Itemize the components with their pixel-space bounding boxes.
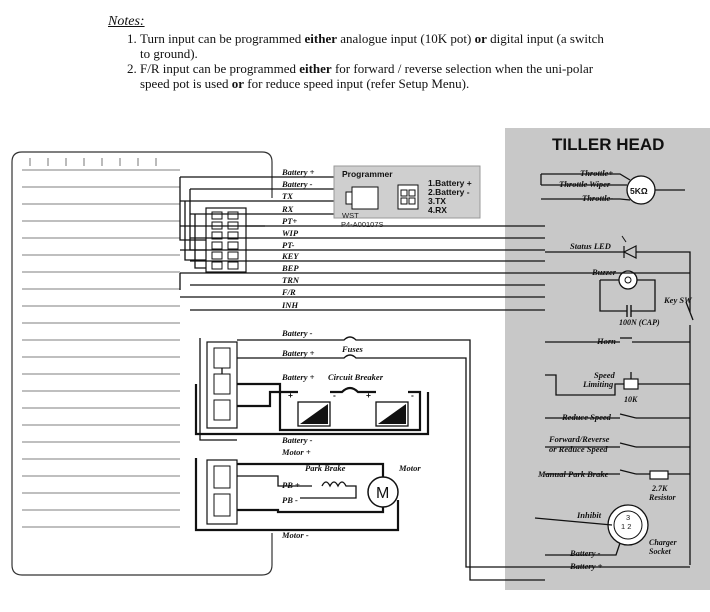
connector-pin — [211, 211, 223, 220]
connector-pin — [211, 231, 223, 240]
svg-text:+: + — [288, 390, 293, 400]
connector-pin-label: KEY — [281, 251, 299, 261]
signal-wire — [189, 189, 206, 251]
throttle-plus-label: Throttle+ — [580, 168, 613, 178]
connector-pin-label: INH — [281, 300, 298, 310]
connector-pin-label: Battery + — [281, 167, 315, 177]
svg-text:3: 3 — [626, 513, 630, 522]
speed-pot-label: 10K — [624, 395, 638, 404]
battery-minus-2: Battery - — [281, 435, 313, 445]
key-switch-label: Key SW — [663, 295, 693, 305]
notes-heading: Notes: — [108, 14, 145, 29]
notes-list: Turn input can be programmed either anal… — [108, 31, 610, 91]
horn-label: Horn — [596, 336, 616, 346]
capacitor-label: 100N (CAP) — [619, 318, 660, 327]
battery-1-icon: +- — [288, 390, 336, 427]
programmer-box: Programmer 1.Battery + 2.Battery - 3.TX … — [333, 165, 481, 229]
programmer-pin-1: 1.Battery + — [428, 178, 472, 188]
svg-text:-: - — [411, 390, 414, 400]
connector-pin — [227, 251, 239, 260]
breaker-label: Circuit Breaker — [328, 372, 384, 382]
buzzer-label: Buzzer — [591, 267, 617, 277]
notes-block: Notes: Turn input can be programmed eith… — [108, 14, 610, 91]
park-brake-label: Park Brake — [305, 463, 346, 473]
signal-wire — [179, 177, 206, 241]
inhibit-label: Inhibit — [576, 510, 602, 520]
charger-socket-icon: 1 2 3 — [607, 504, 649, 546]
motor-plus-label: Motor + — [281, 447, 311, 457]
motor-symbol: M — [376, 485, 389, 502]
connector-pin — [227, 231, 239, 240]
throttle-wiper-label: Throttle Wiper — [559, 179, 611, 189]
battery-2-icon: +- — [366, 390, 414, 427]
programmer-title: Programmer — [342, 169, 393, 179]
programmer-pin-4: 4.RX — [428, 205, 447, 215]
note-item: F/R input can be programmed either for f… — [140, 61, 610, 91]
programmer-pin-2: 2.Battery - — [428, 187, 470, 197]
connector-pin-label: Battery - — [281, 179, 313, 189]
power-battery-minus: Battery - — [281, 328, 313, 338]
svg-text:+: + — [366, 390, 371, 400]
power-battery-plus: Battery + — [281, 348, 315, 358]
charger-label-1: Charger — [649, 538, 677, 547]
connector-pin-label: PT- — [282, 240, 295, 250]
resistor-label-2: Resistor — [648, 493, 677, 502]
svg-text:1 2: 1 2 — [621, 522, 631, 531]
note-item: Turn input can be programmed either anal… — [140, 31, 610, 61]
pb-minus-label: PB - — [282, 495, 298, 505]
connector-pin-label: WIP — [282, 228, 299, 238]
connector-pin-label: PT+ — [282, 216, 297, 226]
programmer-part: P4-A00107S — [341, 220, 384, 229]
signal-wire — [184, 201, 206, 261]
tiller-battery-plus: Battery + — [569, 561, 603, 571]
signal-wire — [194, 214, 206, 269]
connector-pin-label: RX — [281, 204, 294, 214]
connector-pin-labels: Battery + Battery - TX RX PT+ WIP PT-KEY BEP TRN… — [281, 167, 315, 310]
signal-connector — [205, 207, 247, 273]
fr-label-2: or Reduce Speed — [549, 444, 608, 454]
speed-label-2: Limiting — [582, 379, 614, 389]
status-led-label: Status LED — [570, 241, 611, 251]
resistor-label-1: 2.7K — [651, 484, 668, 493]
breaker-battery-plus: Battery + — [281, 372, 315, 382]
connector-pin — [211, 251, 223, 260]
motor-connector — [206, 459, 238, 525]
speed-label-1: Speed — [594, 370, 616, 380]
programmer-pin-3: 3.TX — [428, 196, 446, 206]
connector-pin-label: TRN — [282, 275, 300, 285]
power-wiring — [194, 336, 545, 581]
connector-pin-label: BEP — [281, 263, 299, 273]
buzzer-icon — [618, 270, 638, 290]
connector-pin — [227, 241, 239, 250]
power-connector — [206, 341, 238, 429]
fr-label-1: Forward/Reverse — [548, 434, 610, 444]
programmer-brand: WST — [342, 211, 359, 220]
reduce-speed-label: Reduce Speed — [561, 412, 612, 422]
connector-pin — [211, 261, 223, 270]
connector-pin-label: F/R — [281, 287, 296, 297]
pb-plus-label: PB + — [282, 480, 300, 490]
tiller-head-title: TILLER HEAD — [552, 135, 664, 154]
connector-pin-label: TX — [282, 191, 293, 201]
tiller-battery-minus: Battery - — [569, 548, 601, 558]
connector-pin — [227, 261, 239, 270]
speed-pot-icon — [623, 378, 639, 390]
charger-label-2: Socket — [649, 547, 672, 556]
motor-icon: M — [367, 476, 399, 508]
motor-minus-label: Motor - — [281, 530, 309, 540]
pot-value: 5KΩ — [630, 186, 648, 196]
tiller-head-panel — [505, 128, 710, 590]
resistor-icon — [649, 470, 669, 480]
svg-text:-: - — [333, 390, 336, 400]
fuses-label: Fuses — [341, 344, 363, 354]
connector-pin — [227, 211, 239, 220]
motor-label: Motor — [398, 463, 421, 473]
connector-pin — [211, 241, 223, 250]
throttle-minus-label: Throttle- — [582, 193, 613, 203]
tiller-wiring — [534, 173, 694, 568]
